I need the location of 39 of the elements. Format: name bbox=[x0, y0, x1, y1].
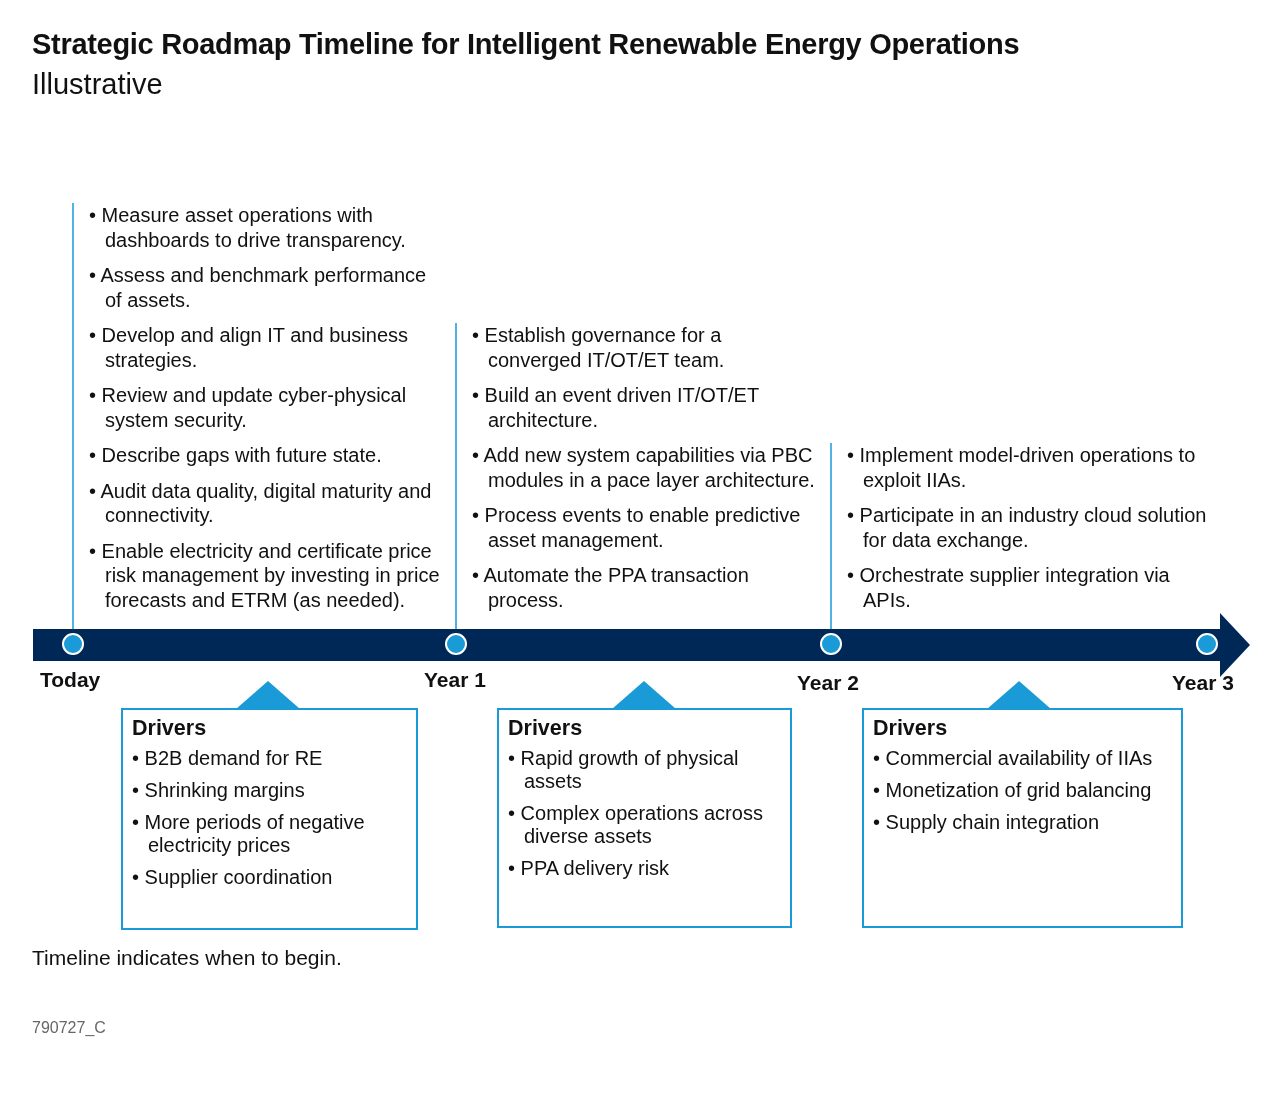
bullet-item: • Shrinking margins bbox=[132, 779, 306, 802]
bullet-item: • Rapid growth of physical assets bbox=[508, 747, 740, 793]
bullet-item: • Participate in an industry cloud solution for data exchange. bbox=[847, 503, 1208, 552]
bullet-item: • Build an event driven IT/OT/ET architecture. bbox=[472, 383, 760, 432]
subtitle: Illustrative bbox=[32, 68, 163, 101]
title: Strategic Roadmap Timeline for Intelligent Renewable Energy Operations bbox=[32, 28, 1020, 61]
bullet-item: • Measure asset operations with dashboards to drive transparency. bbox=[89, 203, 407, 252]
bullet-item: • Enable electricity and certificate price risk management by investing in price forecasts and ETRM (as needed). bbox=[89, 538, 441, 612]
bullet-item: • Process events to enable predictive asset management. bbox=[472, 503, 802, 552]
bullet-item: • Develop and align IT and business strategies. bbox=[89, 323, 410, 372]
box-heading: Drivers bbox=[873, 716, 949, 741]
milestone-label: Today bbox=[40, 668, 101, 692]
bullet-item: • B2B demand for RE bbox=[132, 747, 324, 770]
drivers-box bbox=[497, 708, 792, 928]
drivers-box bbox=[862, 708, 1183, 928]
bullet-item: • Describe gaps with future state. bbox=[89, 443, 383, 468]
bullet-item: • Complex operations across diverse assets bbox=[508, 802, 764, 848]
bullet-item: • Supply chain integration bbox=[873, 811, 1101, 834]
milestone-label: Year 2 bbox=[797, 671, 859, 695]
bullet-item: • Orchestrate supplier integration via APIs. bbox=[847, 563, 1171, 612]
bullet-item: • Commercial availability of IIAs bbox=[873, 747, 1154, 770]
bullet-item: • Automate the PPA transaction process. bbox=[472, 563, 750, 612]
bullet-item: • Monetization of grid balancing bbox=[873, 779, 1153, 802]
bullet-item: • Supplier coordination bbox=[132, 866, 334, 889]
drivers-box bbox=[121, 708, 418, 930]
figure-id: 790727_C bbox=[32, 1019, 106, 1037]
box-heading: Drivers bbox=[508, 716, 584, 741]
box-heading: Drivers bbox=[132, 716, 208, 741]
caption: Timeline indicates when to begin. bbox=[32, 946, 342, 970]
milestone-label: Year 1 bbox=[424, 668, 486, 692]
milestone-label: Year 3 bbox=[1172, 671, 1234, 695]
bullet-item: • Review and update cyber-physical system security. bbox=[89, 383, 408, 432]
bullet-item: • Establish governance for a converged IT/OT/ET team. bbox=[472, 323, 726, 372]
bullet-item: • Audit data quality, digital maturity and connectivity. bbox=[89, 478, 433, 528]
bullet-item: • Add new system capabilities via PBC modules in a pace layer architecture. bbox=[472, 443, 816, 492]
bullet-item: • Assess and benchmark performance of assets. bbox=[89, 263, 428, 312]
bullet-item: • More periods of negative electricity prices bbox=[132, 811, 366, 857]
bullet-item: • PPA delivery risk bbox=[508, 857, 671, 880]
bullet-item: • Implement model-driven operations to exploit IIAs. bbox=[847, 443, 1197, 492]
